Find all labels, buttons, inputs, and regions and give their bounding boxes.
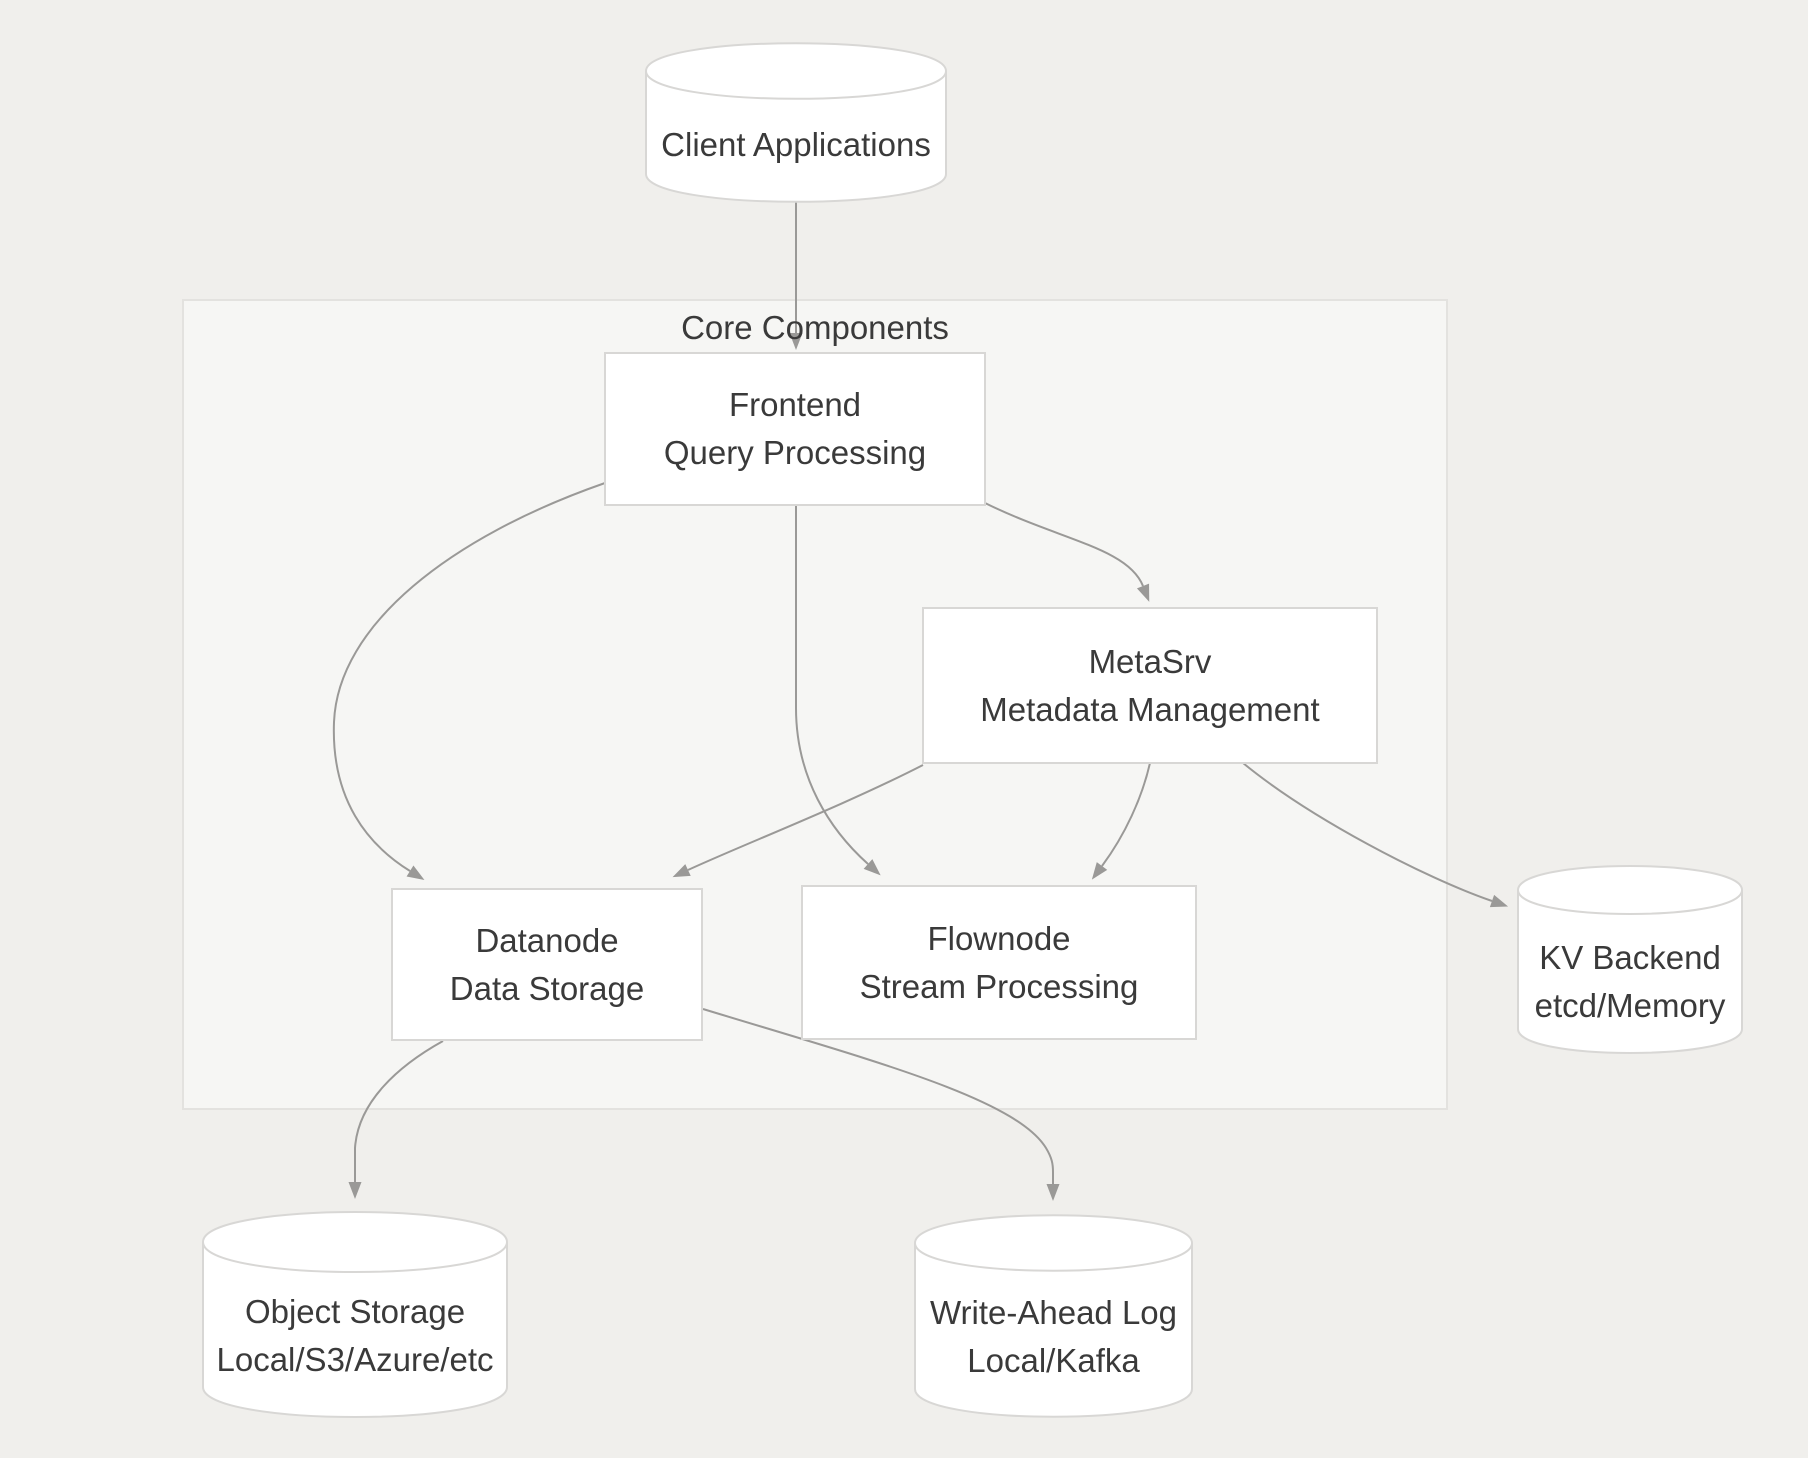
object-storage-cylinder <box>202 1211 508 1418</box>
flownode-node <box>801 885 1197 1040</box>
datanode-node <box>391 888 703 1041</box>
frontend-node <box>604 352 986 506</box>
kv-backend-cylinder <box>1517 865 1743 1054</box>
client-applications-cylinder <box>645 42 947 203</box>
edge-layer <box>332 202 1509 1201</box>
edge-frontend-metasrv <box>984 502 1150 602</box>
edge-metasrv-datanode <box>672 764 924 878</box>
edge-frontend-datanode <box>332 482 606 880</box>
metasrv-node <box>922 607 1378 764</box>
edge-metasrv-kv <box>1242 762 1509 908</box>
edge-frontend-flownode <box>795 505 881 876</box>
write-ahead-log-cylinder <box>914 1214 1193 1418</box>
edge-datanode-objstore <box>348 1040 444 1199</box>
edge-metasrv-flownode <box>1091 762 1151 880</box>
edge-datanode-wal <box>702 1008 1060 1201</box>
